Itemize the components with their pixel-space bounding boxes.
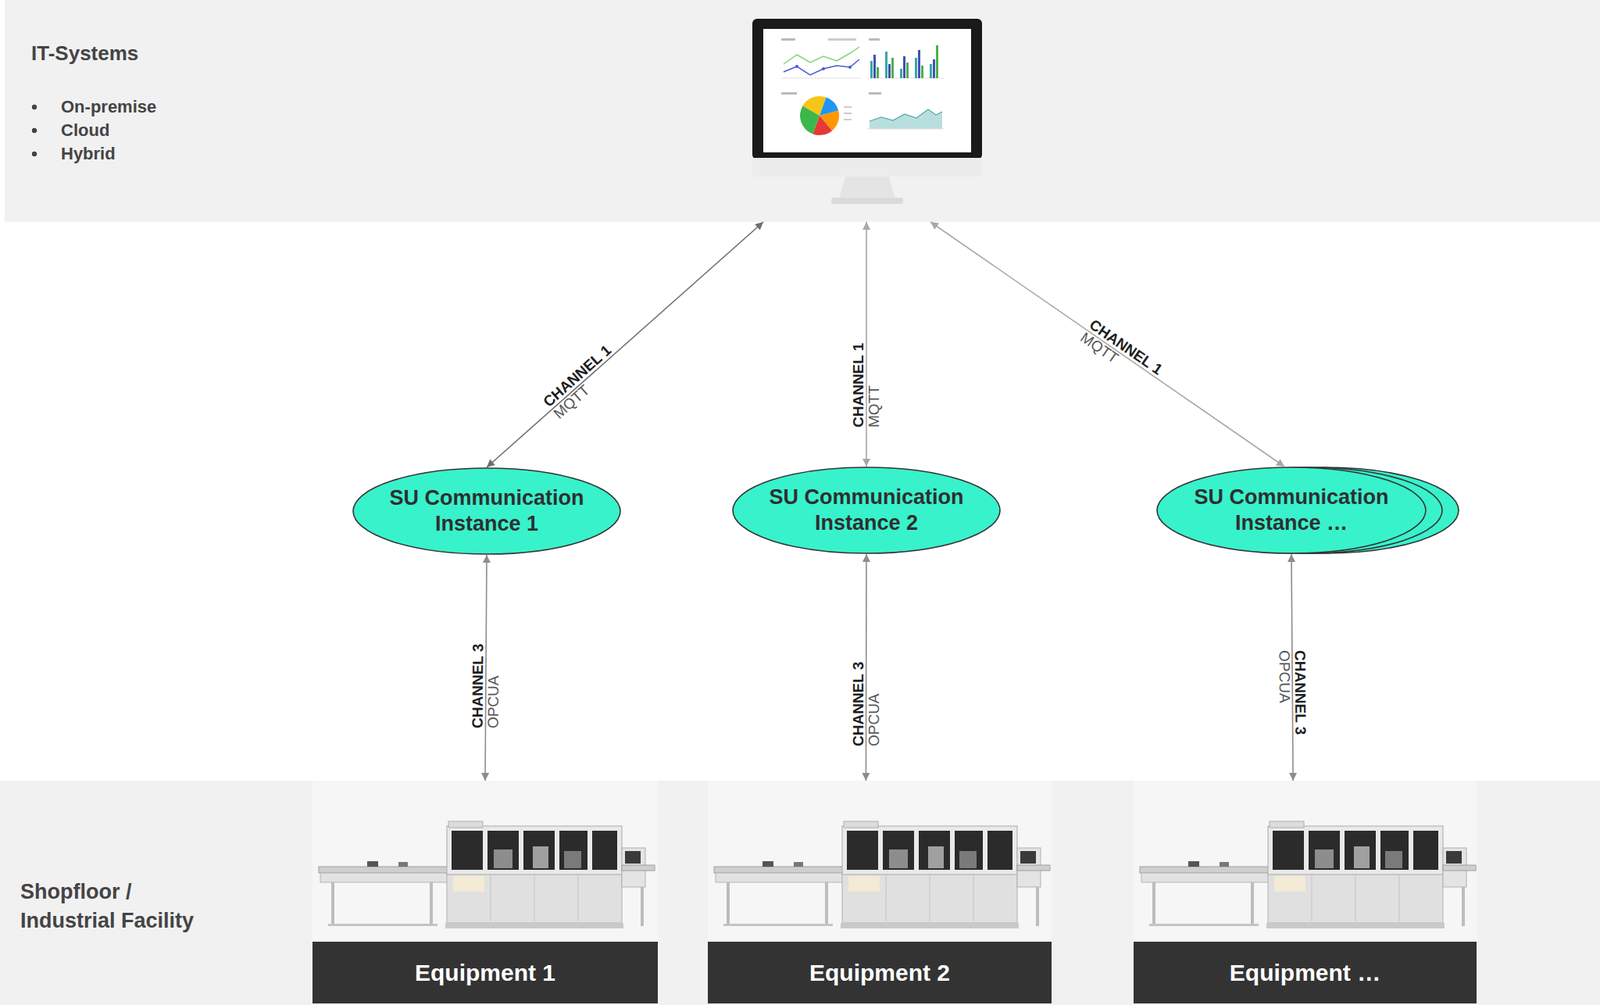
chart-bar (885, 51, 888, 79)
pie-slice (812, 115, 833, 136)
communication-instance: SU Communication Instance 1 (352, 467, 622, 555)
bullet-item: Hybrid (28, 142, 116, 165)
chart-area (869, 109, 943, 129)
chart-legend (843, 112, 852, 115)
chart-title (781, 92, 797, 95)
pie-slice (800, 106, 820, 135)
channel-connector (486, 221, 764, 468)
equipment-box: Equipment 2 (707, 780, 1052, 1004)
channel-connector (865, 553, 868, 781)
chart-dot (795, 64, 799, 68)
chart-bar (917, 50, 921, 79)
communication-instance: SU Communication Instance … (1156, 466, 1427, 554)
band-heading: IT-Systems (31, 40, 139, 66)
equipment-label: Equipment … (1133, 941, 1477, 1004)
machine-illustration (1139, 821, 1476, 929)
instance-label: SU Communication Instance … (1193, 484, 1390, 536)
channel-connector (865, 221, 868, 467)
chart-bar (935, 45, 939, 79)
pie-slice (819, 110, 840, 132)
chart-bar (914, 57, 918, 79)
instance-ellipse (1157, 467, 1426, 554)
equipment-label: Equipment 2 (707, 941, 1052, 1004)
chart-dot (848, 65, 852, 69)
chart-bar (929, 64, 933, 79)
chart-line (783, 46, 860, 65)
instance-outline (1156, 466, 1427, 554)
monitor-screen (763, 28, 972, 153)
instance-ellipse (732, 467, 1000, 554)
channel-label: CHANNEL 3 OPCUA (1276, 650, 1309, 744)
chart-line (783, 59, 860, 75)
monitor-bezel (752, 18, 983, 160)
equipment-box: Equipment 1 (312, 780, 658, 1004)
chart-title (868, 38, 880, 41)
system-band: IT-SystemsOn-premiseCloudHybrid (4, 0, 1600, 222)
instance-label: SU Communication Instance 2 (768, 484, 965, 536)
monitor-neck (839, 176, 896, 200)
chart-bar (906, 62, 909, 79)
channel-label: CHANNEL 3 OPCUA (469, 634, 502, 729)
channel-label: CHANNEL 3 OPCUA (850, 652, 882, 747)
bullet-item: Cloud (28, 119, 110, 142)
chart-axis (867, 128, 944, 130)
chart-bar (873, 54, 876, 79)
chart-dot (821, 67, 825, 71)
connector-group (485, 221, 1293, 781)
chart-title (781, 38, 796, 41)
chart-bar (876, 67, 879, 79)
chart-bar (891, 57, 894, 79)
instance-label: SU Communication Instance 1 (389, 485, 585, 537)
facility-band: Shopfloor / Industrial FacilityEquipment… (0, 780, 1600, 1005)
chart-axis (867, 78, 944, 79)
pie-slice (802, 96, 826, 116)
channel-connector (930, 221, 1285, 467)
chart-title (868, 92, 882, 95)
chart-legend (828, 38, 857, 41)
band-label: Shopfloor / Industrial Facility (20, 877, 208, 936)
instance-outline (352, 467, 622, 555)
monitor-base (831, 197, 904, 204)
chart-bar (900, 68, 903, 79)
channel-connector (1291, 553, 1293, 781)
equipment-box: Equipment … (1133, 780, 1477, 1004)
chart-axis (781, 78, 861, 79)
instance-ellipse (353, 467, 621, 554)
monitor-chin (752, 157, 983, 177)
pie-slice (819, 97, 839, 117)
channel-label: CHANNEL 1 MQTT (1077, 317, 1172, 397)
channel-label: CHANNEL 1 MQTT (540, 335, 632, 422)
channel-connector (485, 554, 487, 781)
bullet-item: On-premise (28, 96, 157, 118)
channel-label: CHANNEL 1 MQTT (850, 333, 883, 428)
chart-line (869, 109, 943, 122)
machine-illustration (714, 821, 1050, 929)
communication-instance: SU Communication Instance 2 (732, 466, 1001, 554)
chart-bar (870, 60, 873, 79)
instance-outline (732, 466, 1001, 554)
equipment-label: Equipment 1 (312, 941, 658, 1004)
chart-legend (843, 106, 852, 108)
chart-bar (903, 56, 906, 79)
chart-bar (932, 59, 936, 79)
chart-bar (888, 64, 891, 79)
machine-illustration (318, 821, 655, 929)
chart-legend (843, 118, 852, 121)
chart-bar (921, 65, 924, 79)
